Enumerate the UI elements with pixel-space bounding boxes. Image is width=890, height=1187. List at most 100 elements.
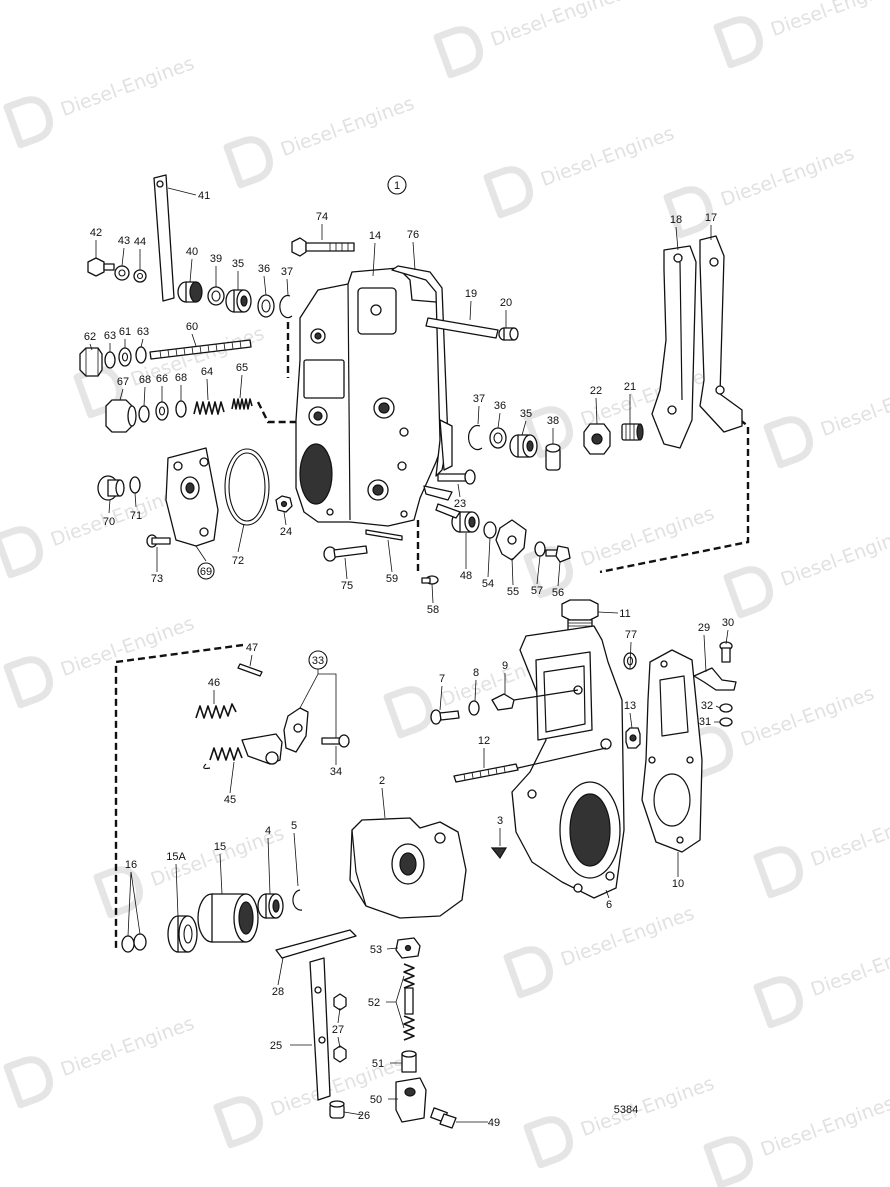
washer-57 — [534, 541, 546, 557]
plug-70 — [97, 475, 125, 501]
washer-63 — [135, 346, 147, 364]
callout-label: 46 — [208, 677, 220, 689]
watermark-text: Diesel-Engines — [818, 372, 890, 441]
screw-21 — [621, 423, 644, 441]
cap-67 — [105, 399, 137, 433]
sleeve-51 — [401, 1050, 417, 1073]
watermark-text: Diesel-Engines — [578, 502, 717, 571]
housing-lug — [439, 419, 453, 471]
ring-4 — [257, 893, 284, 919]
watermark-text: Diesel-Engines — [58, 52, 197, 121]
callout-label: 32 — [701, 700, 713, 712]
watermark-text: Diesel-Engines — [58, 1012, 197, 1081]
callout-label: 49 — [488, 1117, 500, 1129]
washer-71 — [129, 476, 141, 494]
watermark: Diesel-Engines — [433, 0, 627, 79]
callout-label: 36 — [494, 400, 506, 412]
washer-63 — [104, 351, 116, 369]
washer-31 — [719, 717, 733, 727]
callout-label: 54 — [482, 578, 494, 590]
ring-15A — [167, 915, 198, 953]
callout-label: 11 — [619, 608, 630, 620]
watermark: Diesel-Engines — [753, 932, 890, 1029]
callout-label: 3 — [497, 815, 503, 827]
watermark-text: Diesel-Engines — [768, 0, 890, 41]
circled-callout — [197, 562, 215, 580]
sheet-marker: 1 — [394, 180, 400, 192]
assembly-dashed-lines — [114, 322, 750, 950]
watermark-text: Diesel-Engines — [278, 92, 417, 161]
callout-label: 17 — [705, 212, 717, 224]
screw-56 — [545, 545, 571, 563]
callout-label: 42 — [90, 227, 102, 239]
watermark-text: Diesel-Engines — [488, 0, 627, 51]
spring-64 — [193, 401, 225, 415]
callout-label: 67 — [117, 376, 129, 388]
ring-54 — [483, 521, 497, 539]
cap-20 — [498, 327, 519, 341]
callout-label: 31 — [699, 716, 711, 728]
bracket-29 — [693, 667, 737, 691]
watermark-text: Diesel-Engines — [718, 142, 857, 211]
lever-plate-17 — [699, 235, 743, 433]
callout-label: 14 — [369, 230, 381, 242]
watermark-text: Diesel-Engines — [578, 1072, 717, 1141]
callout-label: 55 — [507, 586, 519, 598]
watermark-text: Diesel-Engines — [58, 612, 197, 681]
callout-label: 4 — [265, 825, 271, 837]
bushing-35 — [509, 434, 538, 458]
pin-19 — [425, 317, 499, 339]
callout-label: 15A — [166, 851, 186, 863]
gasket-10 — [641, 649, 703, 853]
callout-label: 62 — [84, 331, 96, 343]
lever-plate-18 — [651, 245, 697, 449]
callout-label: 22 — [590, 385, 602, 397]
watermark: Diesel-Engines — [503, 902, 697, 999]
callout-label: 26 — [358, 1110, 370, 1122]
callout-label: 5 — [291, 820, 297, 832]
callout-label: 70 — [103, 516, 115, 528]
callout-label: 13 — [624, 700, 636, 712]
lever-33 — [283, 707, 309, 753]
callout-label: 35 — [520, 408, 532, 420]
callout-label: 41 — [198, 190, 210, 202]
sheet-marker-circle — [387, 175, 407, 195]
bushing-40 — [177, 281, 203, 303]
callout-label: 8 — [473, 667, 479, 679]
callout-label: 51 — [372, 1058, 384, 1070]
callout-label: 68 — [139, 374, 151, 386]
callout-label: 52 — [368, 997, 380, 1009]
dashed-line — [256, 401, 298, 424]
callout-label: 6 — [606, 899, 612, 911]
screw-30 — [719, 641, 733, 663]
housing-bore-inner — [569, 793, 611, 867]
screw-23 — [437, 469, 476, 485]
screw-7 — [430, 709, 460, 725]
callout-label: 37 — [473, 393, 485, 405]
watermark: Diesel-Engines — [3, 1012, 197, 1109]
clip-wire — [513, 689, 579, 701]
washer-66 — [155, 401, 169, 421]
nut-62 — [79, 347, 103, 377]
watermark-text: Diesel-Engines — [538, 122, 677, 191]
watermark: Diesel-Engines — [703, 1092, 890, 1187]
circled-callout-label: 69 — [200, 566, 212, 578]
callout-label: 36 — [258, 263, 270, 275]
screw-34 — [321, 734, 350, 748]
watermark: Diesel-Engines — [3, 612, 197, 709]
housing-opening — [299, 443, 333, 505]
spring-lever-45 — [203, 733, 283, 770]
sleeve-15 — [197, 893, 259, 943]
callout-label: 61 — [119, 326, 131, 338]
callout-label: 73 — [151, 573, 163, 585]
washer-68 — [138, 405, 150, 423]
circlip-37 — [467, 424, 483, 451]
callout-label: 10 — [672, 878, 684, 890]
watermark: Diesel-Engines — [483, 122, 677, 219]
watermark: Diesel-Engines — [523, 502, 717, 599]
callout-label: 38 — [547, 415, 559, 427]
leader-lines — [89, 187, 729, 1123]
callout-labels: 1 41 74 14 76 18 17 42 43 44 40 39 35 36… — [84, 175, 734, 1129]
callout-label: 37 — [281, 266, 293, 278]
